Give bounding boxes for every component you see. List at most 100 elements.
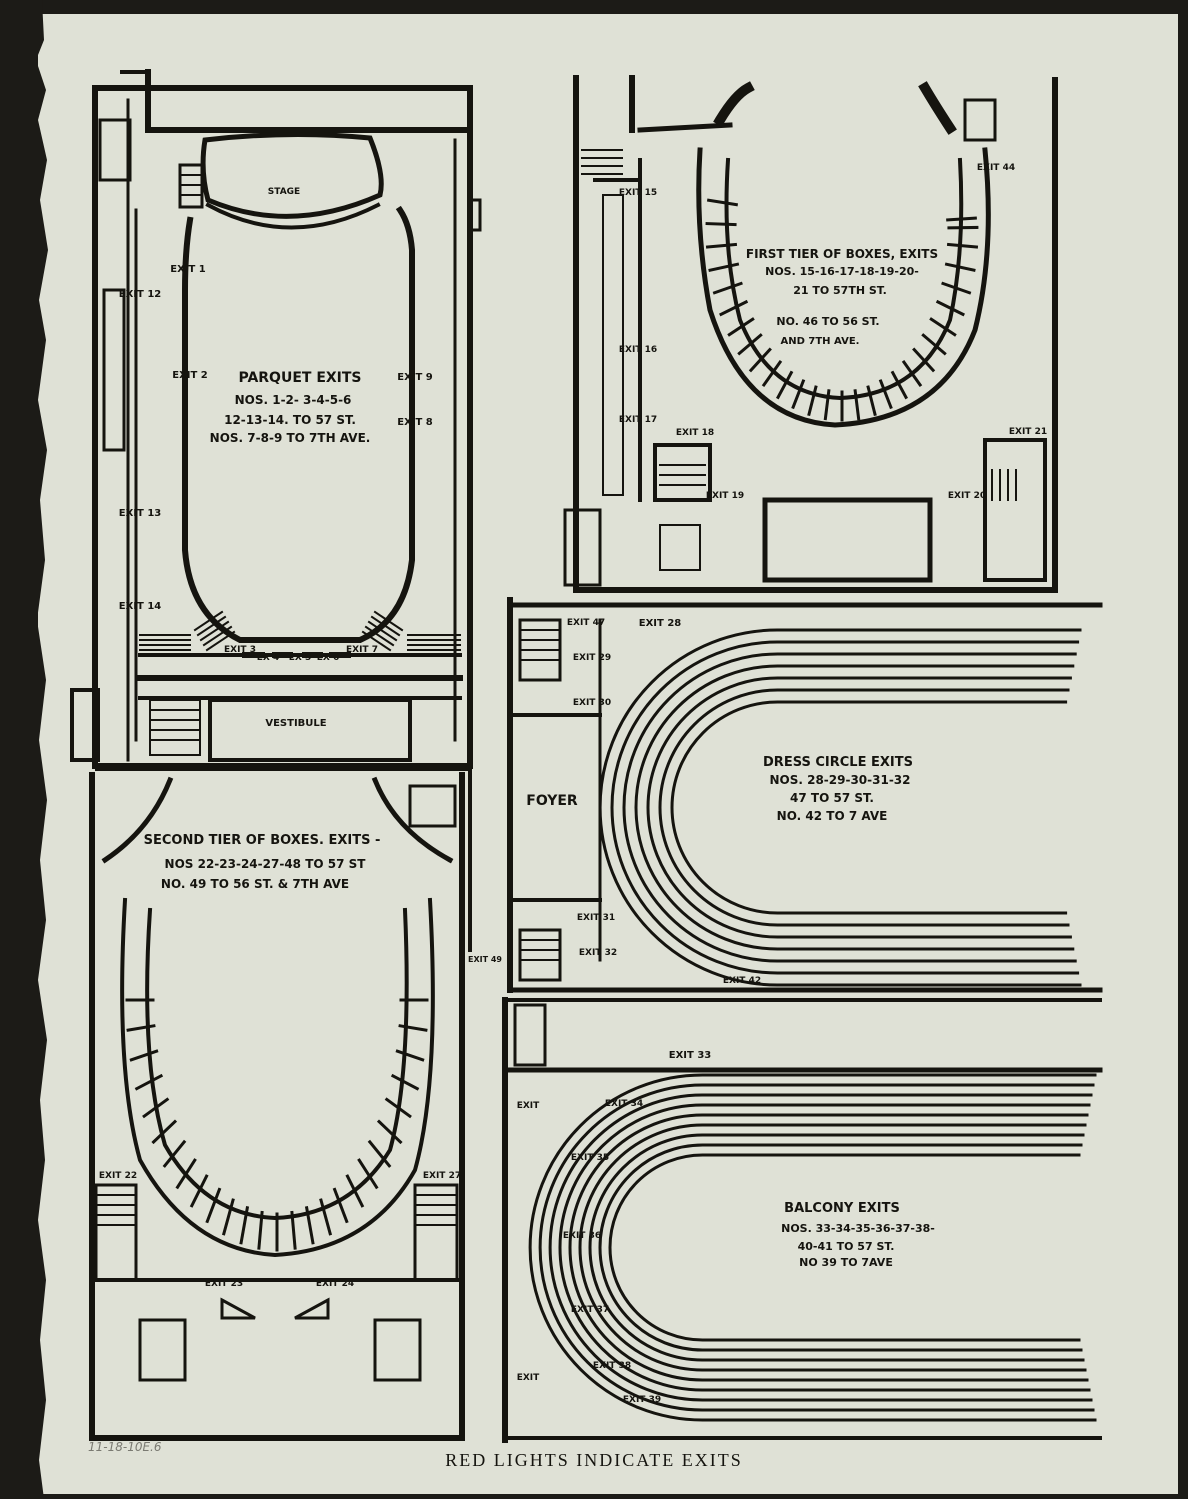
box-divider bbox=[398, 1024, 428, 1032]
box-divider bbox=[705, 222, 737, 227]
second-tier-line1: NOS 22-23-24-27-48 TO 57 ST bbox=[165, 857, 367, 871]
parquet-title: PARQUET EXITS bbox=[238, 370, 361, 386]
seat-row bbox=[598, 1143, 1083, 1352]
parquet-line1: NOS. 1-2- 3-4-5-6 bbox=[235, 393, 352, 407]
first-tier-line2: 21 TO 57TH ST. bbox=[793, 284, 887, 297]
seat-row bbox=[548, 1093, 1093, 1402]
dress-circle-line1: NOS. 28-29-30-31-32 bbox=[769, 773, 910, 787]
seat-row bbox=[558, 1103, 1091, 1392]
box-divider bbox=[712, 281, 743, 295]
box-divider bbox=[319, 1198, 333, 1236]
exit-balcony-left-bottom: EXIT bbox=[517, 1373, 540, 1383]
box-divider bbox=[384, 1097, 412, 1119]
box-divider bbox=[890, 370, 909, 400]
exit-5: EX 5 bbox=[289, 653, 311, 663]
seat-row bbox=[670, 700, 1068, 915]
first-tier-labels: FIRST TIER OF BOXES, EXITS NOS. 15-16-17… bbox=[619, 163, 1047, 501]
footer-caption: RED LIGHTS INDICATE EXITS bbox=[445, 1450, 743, 1470]
exit-24: EXIT 24 bbox=[316, 1279, 354, 1289]
balcony-line1: NOS. 33-34-35-36-37-38- bbox=[781, 1222, 935, 1235]
box-divider bbox=[221, 1198, 235, 1236]
dress-circle-line2: 47 TO 57 ST. bbox=[790, 791, 874, 805]
seat-row bbox=[538, 1083, 1095, 1412]
box-divider bbox=[941, 281, 972, 295]
exit-9: EXIT 9 bbox=[397, 372, 433, 383]
vestibule-label: VESTIBULE bbox=[265, 718, 326, 729]
exit-31: EXIT 31 bbox=[577, 913, 615, 923]
box-divider bbox=[901, 360, 923, 388]
exit-37: EXIT 37 bbox=[571, 1305, 609, 1315]
box-divider bbox=[189, 1174, 209, 1208]
exit-15: EXIT 15 bbox=[619, 188, 657, 198]
seat-row bbox=[658, 688, 1070, 927]
box-divider bbox=[706, 198, 739, 207]
box-divider bbox=[866, 385, 877, 417]
box-divider bbox=[775, 370, 794, 400]
second-tier-line2: NO. 49 TO 56 ST. & 7TH AVE bbox=[161, 877, 349, 891]
box-divider bbox=[390, 1073, 420, 1091]
box-divider bbox=[151, 1119, 178, 1145]
balcony-plan bbox=[502, 997, 1103, 1443]
exit-1: EXIT 1 bbox=[170, 264, 206, 275]
exit-42: EXIT 42 bbox=[723, 976, 761, 986]
dress-circle-labels: FOYER DRESS CIRCLE EXITS NOS. 28-29-30-3… bbox=[526, 618, 913, 986]
exit-12: EXIT 12 bbox=[119, 289, 162, 300]
box-divider bbox=[205, 1187, 222, 1224]
exit-49: EXIT 49 bbox=[468, 955, 502, 964]
box-divider bbox=[719, 299, 749, 317]
box-divider bbox=[332, 1187, 349, 1224]
box-divider bbox=[929, 317, 957, 337]
seat-row bbox=[634, 664, 1075, 951]
exit-19: EXIT 19 bbox=[706, 491, 744, 501]
first-tier-line3: NO. 46 TO 56 ST. bbox=[776, 315, 879, 328]
exit-4: EX 4 bbox=[257, 653, 279, 663]
exit-29: EXIT 29 bbox=[573, 653, 611, 663]
box-divider bbox=[345, 1174, 365, 1208]
parquet-line2: 12-13-14. TO 57 ST. bbox=[224, 413, 356, 427]
first-tier-plan bbox=[563, 75, 1058, 593]
box-divider bbox=[129, 1049, 159, 1062]
box-divider bbox=[175, 1158, 197, 1190]
exit-21: EXIT 21 bbox=[1009, 427, 1047, 437]
seat-row bbox=[610, 640, 1080, 975]
exit-30: EXIT 30 bbox=[573, 698, 611, 708]
second-tier-plan bbox=[89, 768, 472, 1441]
exit-38: EXIT 38 bbox=[593, 1361, 631, 1371]
seat-row bbox=[588, 1133, 1085, 1362]
dress-circle-title: DRESS CIRCLE EXITS bbox=[763, 755, 913, 770]
box-divider bbox=[239, 1206, 250, 1245]
dress-circle-plan bbox=[507, 597, 1103, 993]
box-divider bbox=[395, 1049, 425, 1062]
seat-row bbox=[608, 1153, 1081, 1342]
parquet-labels: STAGE PARQUET EXITS NOS. 1-2- 3-4-5-6 12… bbox=[119, 187, 433, 729]
exit-39: EXIT 39 bbox=[623, 1395, 661, 1405]
exit-16: EXIT 16 bbox=[619, 345, 657, 355]
box-divider bbox=[162, 1139, 187, 1168]
box-divider bbox=[304, 1206, 315, 1245]
second-tier-labels: SECOND TIER OF BOXES. EXITS - NOS 22-23-… bbox=[99, 833, 503, 1289]
exit-32: EXIT 32 bbox=[579, 948, 617, 958]
seat-row bbox=[578, 1123, 1087, 1372]
exit-18: EXIT 18 bbox=[676, 428, 714, 438]
exit-balcony-left-top: EXIT bbox=[517, 1101, 540, 1111]
exit-33: EXIT 33 bbox=[669, 1050, 712, 1061]
exit-35: EXIT 35 bbox=[571, 1153, 609, 1163]
box-divider bbox=[853, 389, 861, 421]
pencil-note: 11-18-10E.6 bbox=[88, 1440, 162, 1454]
exit-14: EXIT 14 bbox=[119, 601, 162, 612]
exit-2: EXIT 2 bbox=[172, 370, 208, 381]
exit-36: EXIT 36 bbox=[563, 1231, 601, 1241]
seat-row bbox=[646, 676, 1072, 939]
seat-row bbox=[622, 652, 1077, 963]
exit-17: EXIT 17 bbox=[619, 415, 657, 425]
box-divider bbox=[142, 1097, 170, 1119]
seat-row bbox=[598, 628, 1082, 987]
box-divider bbox=[807, 385, 818, 417]
exit-27: EXIT 27 bbox=[423, 1171, 461, 1181]
second-tier-title: SECOND TIER OF BOXES. EXITS - bbox=[144, 833, 381, 848]
box-divider bbox=[290, 1210, 297, 1250]
exit-44: EXIT 44 bbox=[977, 163, 1015, 173]
box-divider bbox=[823, 389, 831, 421]
parquet-line3: NOS. 7-8-9 TO 7TH AVE. bbox=[210, 431, 371, 445]
